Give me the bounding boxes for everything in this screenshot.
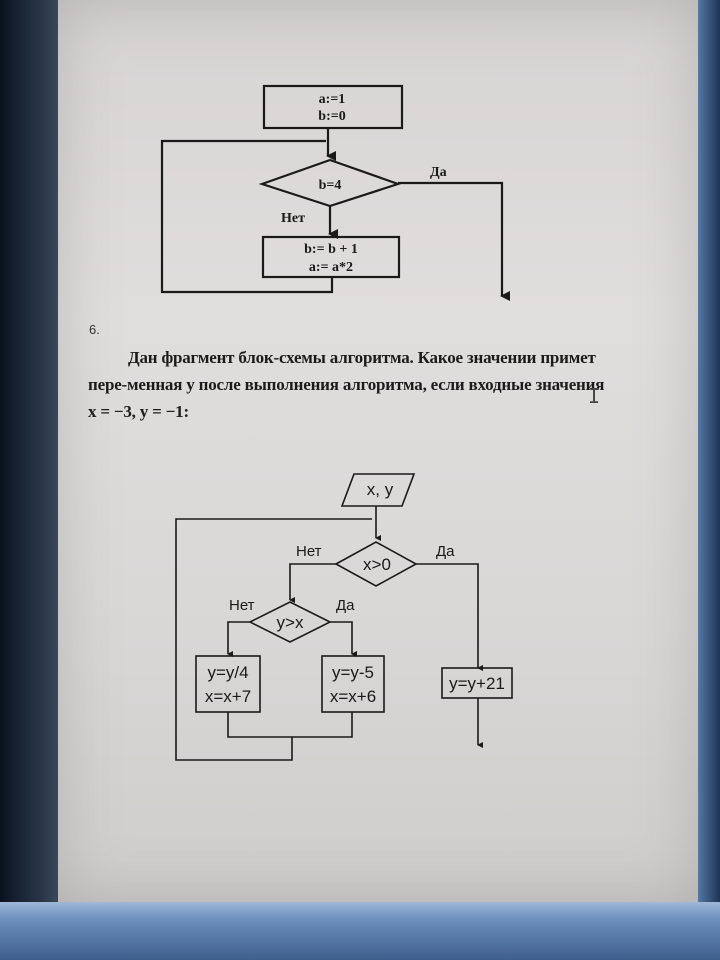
init-box — [262, 84, 404, 130]
monitor-bezel-left — [0, 0, 60, 960]
yes-label: Да — [430, 165, 447, 180]
text-cursor-icon: I — [588, 384, 601, 408]
body-line-2: a:= a*2 — [309, 260, 353, 275]
taskbar — [0, 902, 720, 960]
inner-yes-label: Да — [336, 597, 355, 614]
outer-yes-label: Да — [436, 543, 455, 560]
no-label: Нет — [281, 211, 305, 226]
arrow-x-no — [289, 563, 336, 603]
condition-y-text: y>x — [277, 613, 304, 632]
input-text: x, y — [367, 480, 394, 499]
loop-back-line-2 — [175, 518, 372, 761]
arrow-y-no — [227, 621, 250, 657]
question-number: 6. — [89, 322, 100, 337]
arrow-y-yes — [330, 621, 357, 657]
mid-box — [321, 655, 385, 713]
document-page — [58, 0, 698, 902]
left-box-line-1: y=y/4 — [207, 663, 248, 682]
inner-no-label: Нет — [229, 597, 255, 614]
condition-x-text: x>0 — [363, 555, 391, 574]
input-parallelogram — [340, 473, 416, 507]
init-line-2: b:=0 — [318, 109, 345, 124]
loop-back-line — [160, 139, 334, 294]
flowchart-1 — [160, 84, 510, 301]
mid-box-line-1: y=y-5 — [332, 663, 374, 682]
right-box — [441, 667, 513, 699]
condition-text: b=4 — [319, 178, 342, 193]
flowchart-2 — [175, 473, 513, 761]
arrow-yes-branch — [398, 181, 510, 301]
right-box-text: y=y+21 — [449, 674, 505, 693]
merge-line — [227, 712, 353, 738]
left-box-line-2: x=x+7 — [205, 687, 251, 706]
mid-box-line-2: x=x+6 — [330, 687, 376, 706]
init-line-1: a:=1 — [319, 92, 346, 107]
question-text: Дан фрагмент блок-схемы алгоритма. Какое… — [88, 348, 605, 421]
outer-no-label: Нет — [296, 543, 322, 560]
body-line-1: b:= b + 1 — [304, 242, 358, 257]
arrow-x-yes — [416, 563, 483, 671]
